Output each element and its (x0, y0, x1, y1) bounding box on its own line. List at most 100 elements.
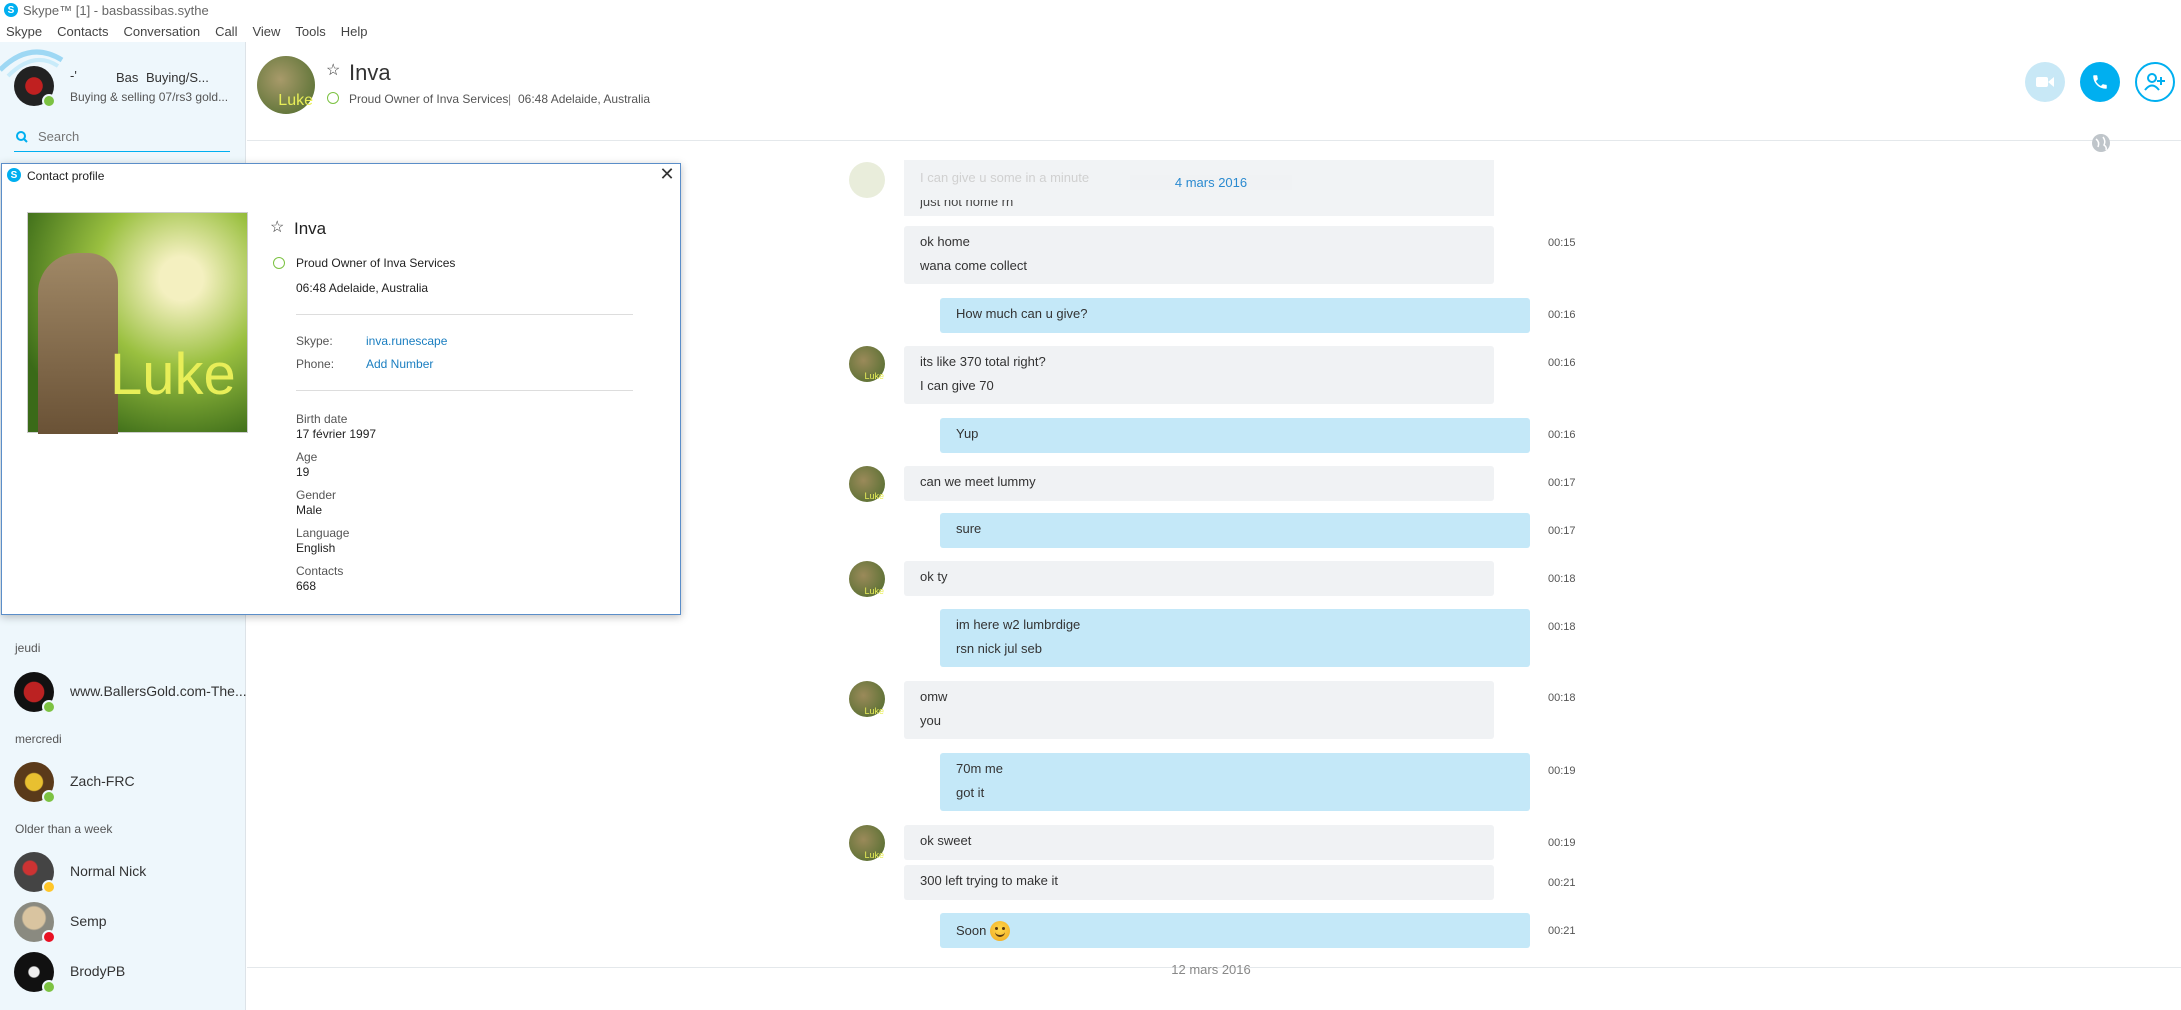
presence-ring-icon (327, 92, 339, 104)
close-icon[interactable]: ✕ (659, 164, 675, 184)
menu-help[interactable]: Help (340, 24, 368, 39)
message-bubble[interactable]: ok sweet (904, 825, 1494, 860)
profile-name: Inva (294, 219, 327, 238)
bottom-divider (247, 967, 2181, 968)
avatar-text: Luke (864, 586, 884, 596)
date-divider-text: 12 mars 2016 (1171, 962, 1251, 977)
contact-zach-frc[interactable]: Zach-FRC (14, 759, 244, 805)
contact-ballersgold[interactable]: www.BallersGold.com-The... (14, 669, 247, 715)
favorite-star-icon[interactable]: ☆ (270, 219, 285, 236)
message-line: ok sweet (920, 833, 972, 848)
my-mark: -' (70, 68, 77, 83)
contacts-value: 668 (296, 579, 317, 593)
status-online-icon (42, 700, 56, 714)
contact-mood: Proud Owner of Inva Services (349, 92, 509, 106)
faded-message-line: just not home rn (920, 194, 1014, 209)
message-line: Soon (956, 922, 987, 938)
profile-picture-text: Luke (110, 342, 236, 407)
skype-label: Skype: (296, 334, 333, 348)
menu-view[interactable]: View (252, 24, 281, 39)
menu-tools[interactable]: Tools (295, 24, 326, 39)
contact-message-avatar: Luke (849, 825, 885, 861)
skype-logo-icon: S (7, 168, 21, 182)
message-bubble[interactable]: Yup (940, 418, 1530, 453)
menu-call[interactable]: Call (215, 24, 238, 39)
faded-message-line: I can give u some in a minute (920, 170, 1090, 185)
message-time: 00:16 (1548, 309, 1576, 321)
contact-name: Semp (70, 913, 107, 929)
message-bubble[interactable]: ok ty (904, 561, 1494, 596)
message-bubble[interactable]: im here w2 lumbrdige rsn nick jul seb (940, 609, 1530, 667)
message-time: 00:21 (1548, 925, 1576, 937)
contact-semp[interactable]: Semp (14, 899, 244, 945)
message-bubble[interactable]: 300 left trying to make it (904, 865, 1494, 900)
message-time: 00:16 (1548, 429, 1576, 441)
my-profile[interactable]: -' Bas Buying/S... Buying & selling 07/r… (0, 60, 246, 120)
phone-icon (2093, 75, 2107, 89)
birth-date-label: Birth date (296, 412, 348, 426)
age-value: 19 (296, 465, 310, 479)
message-line: rsn nick jul seb (956, 641, 1042, 656)
status-online-icon (42, 94, 56, 108)
globe-icon[interactable] (2091, 133, 2111, 153)
contact-name: Zach-FRC (70, 773, 135, 789)
window-titlebar: S Skype™ [1] - basbassibas.sythe (0, 0, 2181, 20)
contact-name: BrodyPB (70, 963, 126, 979)
menu-conversation[interactable]: Conversation (123, 24, 201, 39)
smile-emoji-icon (990, 920, 1011, 941)
contact-message-avatar: Luke (849, 561, 885, 597)
avatar-text: Luke (864, 371, 884, 381)
my-mood: Buying & selling 07/rs3 gold... (70, 90, 229, 104)
message-time: 00:19 (1548, 765, 1576, 777)
search-box[interactable] (14, 122, 230, 152)
date-divider: 4 mars 2016 (1130, 175, 1292, 190)
sidebar-decoration (0, 49, 64, 78)
message-line: I can give 70 (920, 378, 994, 393)
video-call-button[interactable] (2025, 62, 2065, 102)
contact-location: 06:48 Adelaide, Australia (518, 92, 651, 106)
faded-avatar (849, 162, 885, 198)
avatar-text: Luke (278, 92, 313, 109)
message-line: can we meet lummy (920, 474, 1036, 489)
add-people-button[interactable] (2135, 62, 2175, 102)
contact-normal-nick[interactable]: Normal Nick (14, 849, 244, 895)
message-line: im here w2 lumbrdige (956, 617, 1081, 632)
date-divider: 12 mars 2016 (1130, 958, 1292, 977)
message-line: sure (956, 521, 982, 536)
message-bubble[interactable]: Soon (940, 913, 1530, 948)
message-bubble[interactable]: sure (940, 513, 1530, 548)
section-older: Older than a week (15, 822, 113, 836)
message-bubble[interactable]: its like 370 total right?I can give 70 (904, 346, 1494, 404)
divider (296, 314, 633, 315)
contact-message-avatar: Luke (849, 466, 885, 502)
status-dnd-icon (42, 930, 56, 944)
add-number-link[interactable]: Add Number (366, 357, 434, 371)
faded-message-bubble: I can give u some in a minute just not h… (904, 160, 1494, 216)
message-line: 70m me (956, 761, 1003, 776)
favorite-star-icon[interactable]: ☆ (326, 62, 341, 79)
menu-skype[interactable]: Skype (6, 24, 43, 39)
message-bubble[interactable]: How much can u give? (940, 298, 1530, 333)
status-away-icon (42, 880, 56, 894)
message-time: 00:17 (1548, 525, 1576, 537)
age-label: Age (296, 450, 318, 464)
message-time: 00:21 (1548, 877, 1576, 889)
gender-label: Gender (296, 488, 337, 502)
gender-value: Male (296, 503, 323, 517)
contact-brodypb[interactable]: BrodyPB (14, 949, 244, 995)
section-mercredi: mercredi (15, 732, 62, 746)
avatar-text: Luke (864, 850, 884, 860)
status-online-icon (42, 980, 56, 994)
menu-contacts[interactable]: Contacts (57, 24, 109, 39)
message-bubble[interactable]: can we meet lummy (904, 466, 1494, 501)
message-time: 00:18 (1548, 573, 1576, 585)
contact-avatar[interactable]: Luke (257, 56, 315, 114)
call-button[interactable] (2080, 62, 2120, 102)
skype-value[interactable]: inva.runescape (366, 334, 448, 348)
message-time: 00:16 (1548, 357, 1576, 369)
status-online-icon (42, 790, 56, 804)
search-input[interactable] (38, 126, 228, 146)
